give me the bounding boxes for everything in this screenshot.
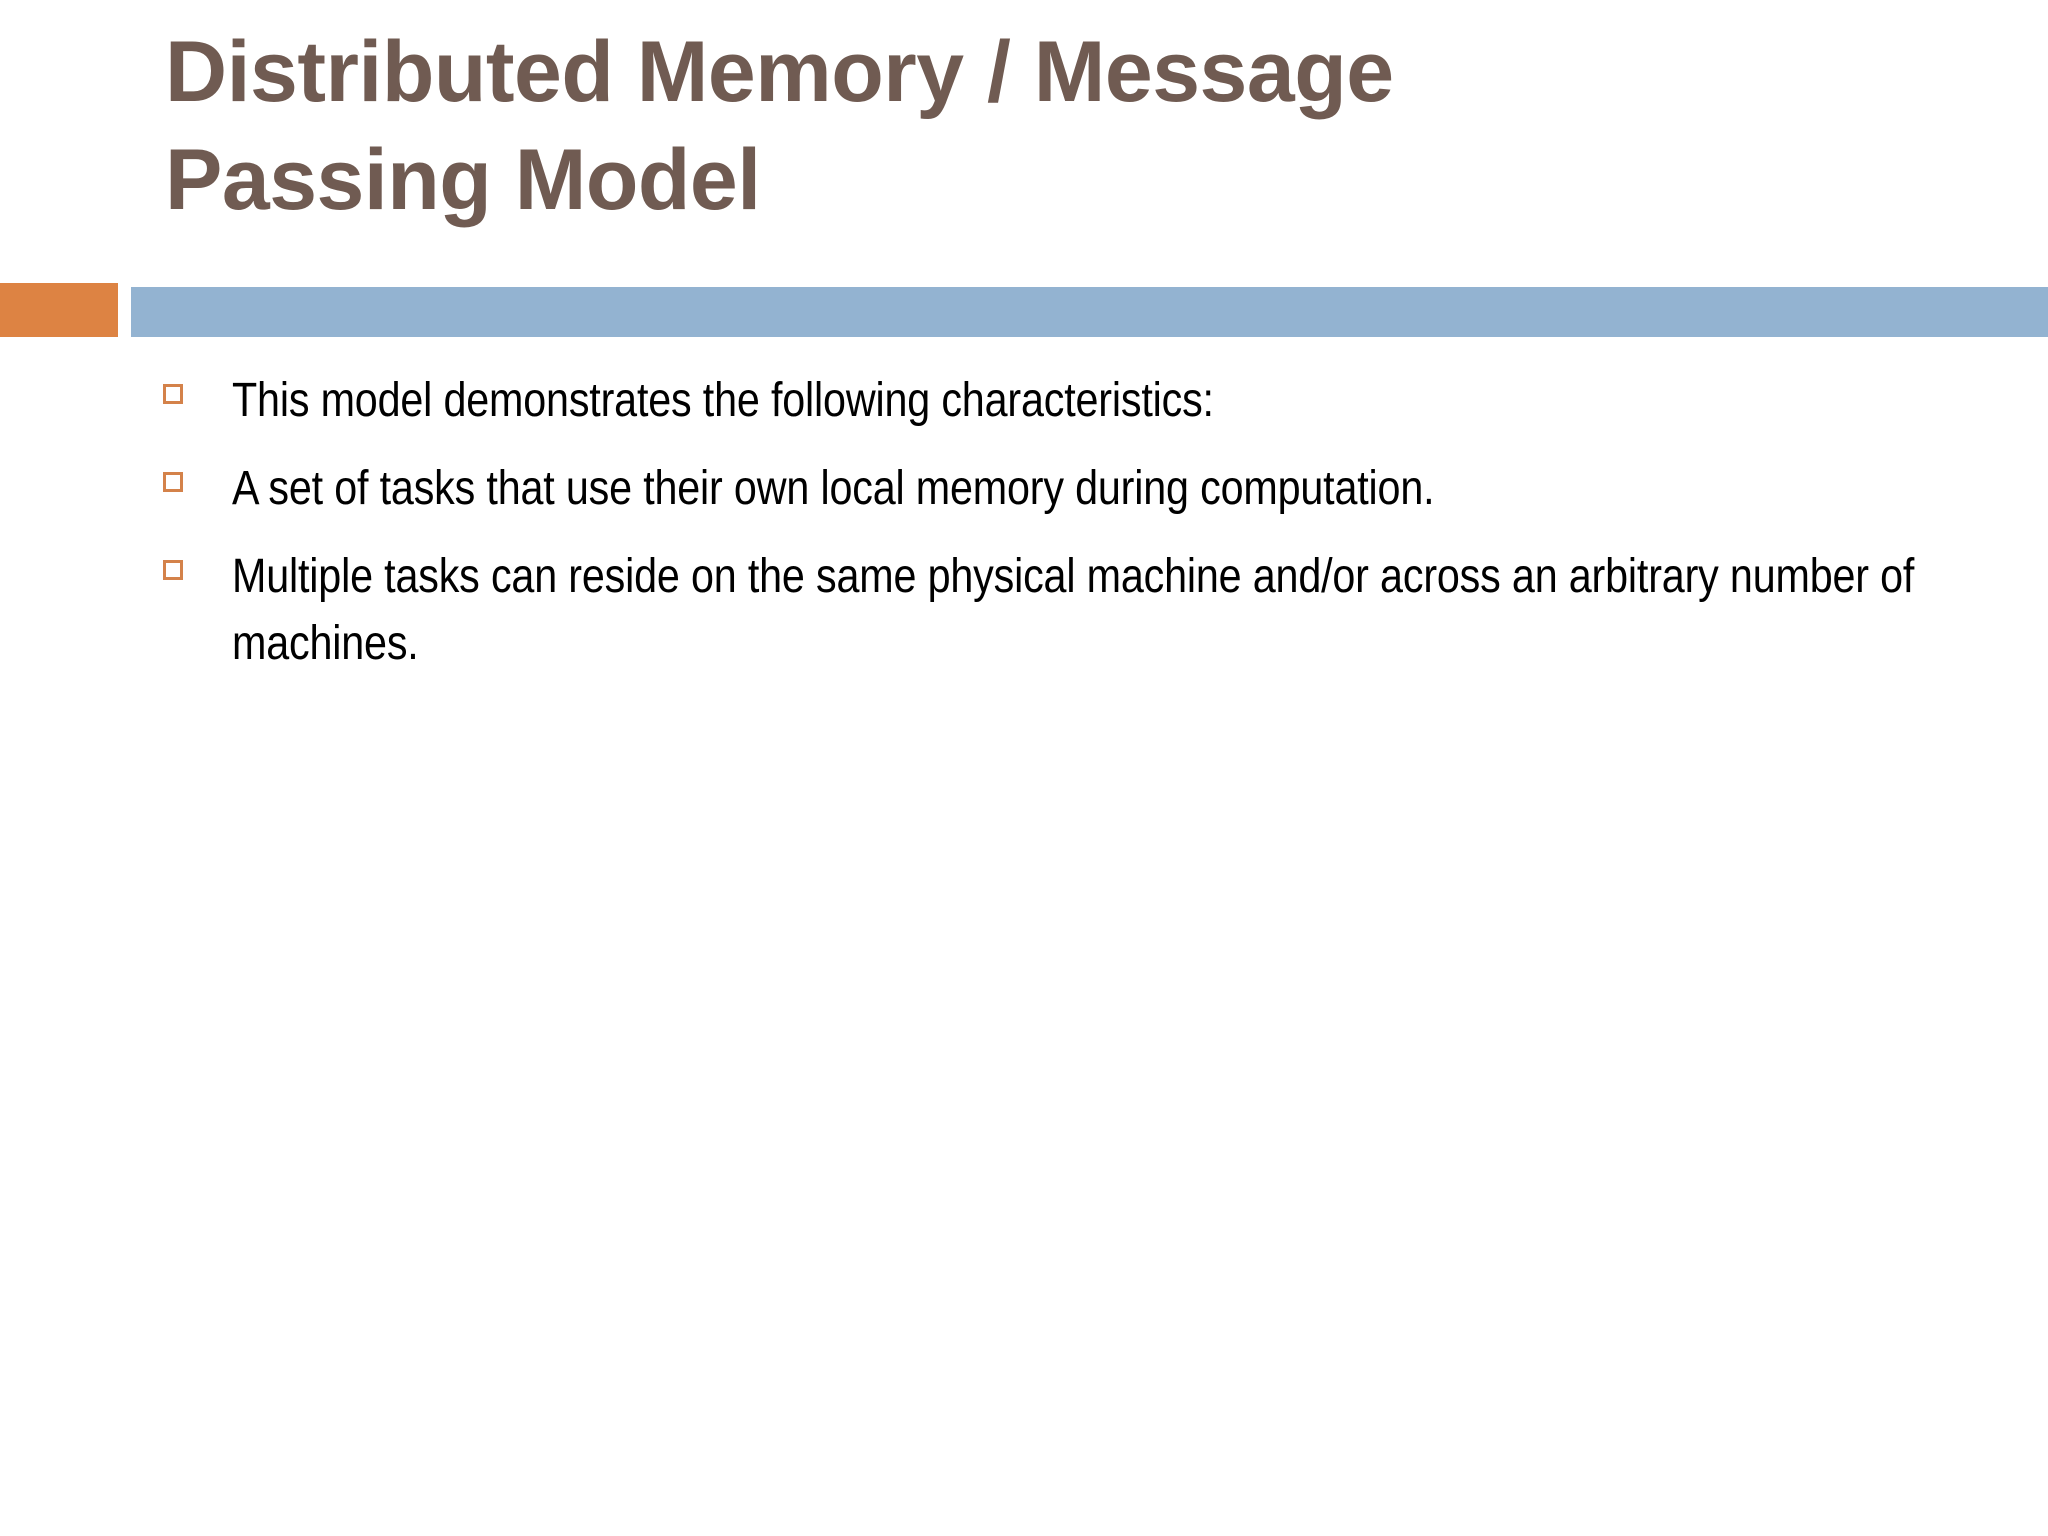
slide-title: Distributed Memory / Message Passing Mod… — [165, 18, 1885, 235]
square-bullet-icon — [163, 560, 183, 581]
accent-bar-orange — [0, 283, 118, 337]
slide-title-line-1: Distributed Memory / Message — [165, 24, 1394, 120]
slide-body: This model demonstrates the following ch… — [0, 368, 2048, 699]
list-item: Multiple tasks can reside on the same ph… — [0, 544, 2048, 676]
square-bullet-icon — [163, 384, 183, 404]
square-bullet-icon — [163, 472, 183, 493]
list-item-label: Multiple tasks can reside on the same ph… — [232, 550, 1915, 670]
list-item-label: A set of tasks that use their own local … — [232, 462, 1435, 516]
list-item-label: This model demonstrates the following ch… — [232, 374, 1214, 427]
list-item: This model demonstrates the following ch… — [0, 368, 2048, 434]
slide-title-line-2: Passing Model — [165, 132, 761, 229]
accent-bar-blue — [131, 287, 2048, 337]
list-item: A set of tasks that use their own local … — [0, 456, 2048, 522]
